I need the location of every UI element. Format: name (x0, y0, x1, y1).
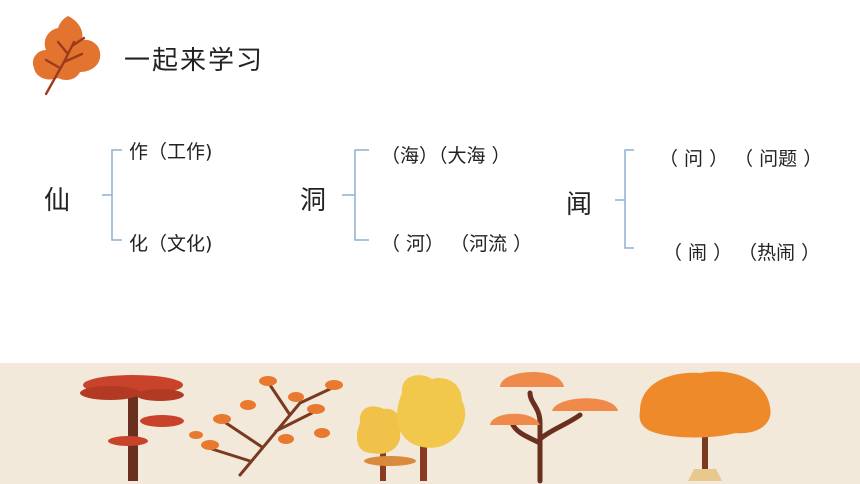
char-xian: 仙 (44, 186, 71, 216)
autumn-trees-illustration (80, 371, 771, 484)
page-title: 一起来学习 (124, 46, 265, 76)
mushroom-tree-icon (490, 371, 618, 484)
char-dong: 洞 (300, 186, 327, 216)
char-wen: 闻 (566, 190, 593, 220)
bracket-1 (102, 149, 122, 241)
bracket-3 (615, 149, 634, 249)
orange-tree-icon (639, 371, 771, 481)
autumn-leaf-icon (32, 16, 101, 96)
word-top-3: （ 问 ） （ 问题 ） (659, 148, 823, 170)
word-bottom-1: 化（文化) (129, 233, 213, 255)
leafy-branch-icon (189, 376, 343, 477)
word-bottom-2: （ 河） （河流 ） (381, 233, 533, 255)
bracket-2 (342, 149, 369, 241)
word-top-1: 作（工作) (129, 141, 213, 163)
word-top-2: （海）（大海 ） (381, 145, 511, 167)
bracket-lines (102, 149, 634, 249)
word-bottom-3: （ 闹 ） （热闹 ） (663, 242, 821, 264)
yellow-trees-icon (356, 375, 466, 481)
red-tree-icon (80, 375, 184, 481)
